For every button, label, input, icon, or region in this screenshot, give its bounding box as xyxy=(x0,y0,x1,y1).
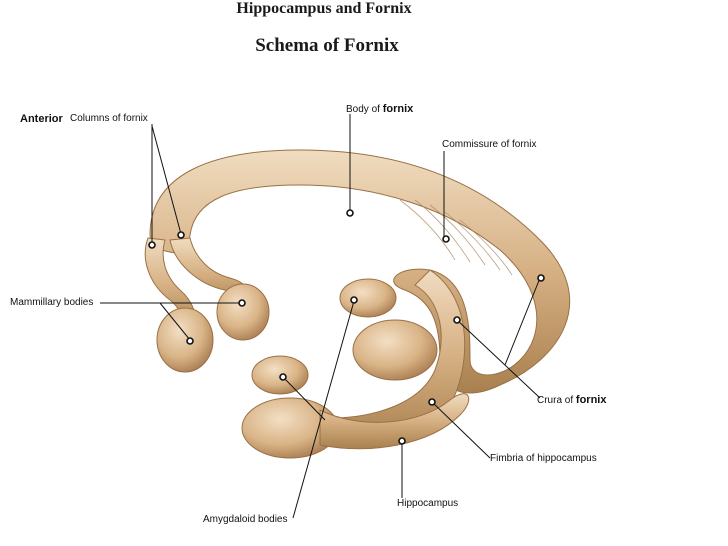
label-commissure-of-fornix: Commissure of fornix xyxy=(442,139,537,150)
label-amygdaloid-bodies: Amygdaloid bodies xyxy=(203,514,288,525)
diagram-subtitle: Schema of Fornix xyxy=(255,35,399,56)
label-hippocampus: Hippocampus xyxy=(397,498,459,509)
amygdaloid-body-upper xyxy=(339,278,397,318)
mammillary-body-right xyxy=(216,283,270,341)
label-pins xyxy=(148,209,545,445)
label-anterior: Anterior xyxy=(20,113,63,125)
label-columns-of-fornix: Columns of fornix xyxy=(70,113,148,124)
label-mammillary-bodies: Mammillary bodies xyxy=(10,297,94,308)
label-body-of-fornix: Body of fornix xyxy=(346,103,414,115)
diagram-title: Hippocampus and Fornix xyxy=(236,0,412,17)
leader-lines xyxy=(100,114,541,519)
label-crura-of-fornix: Crura of fornix xyxy=(537,394,607,406)
hippocampus-tail-shape xyxy=(319,393,470,450)
label-fimbria-of-hippocampus: Fimbria of hippocampus xyxy=(490,453,597,464)
hippocampus-head-upper xyxy=(352,319,438,381)
mammillary-body-left xyxy=(156,307,214,373)
